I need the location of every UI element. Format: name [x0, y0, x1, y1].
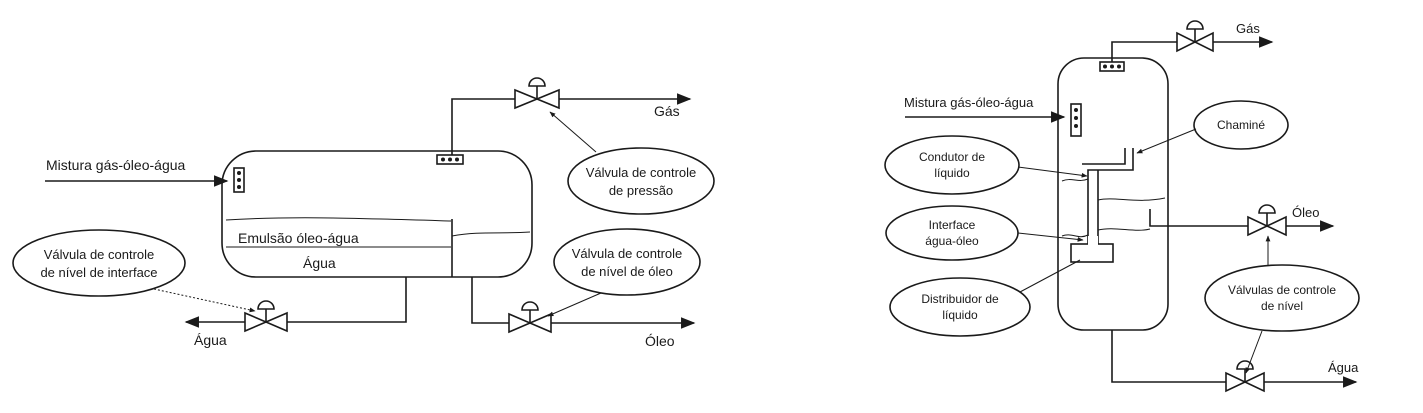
horizontal-separator-diagram: Mistura gás-óleo-água Gás Válvula de con…: [12, 77, 715, 349]
water-outlet-pipe: [184, 277, 407, 328]
inlet-label: Mistura gás-óleo-água: [46, 157, 186, 173]
oil-weir: [1149, 209, 1168, 227]
water-outlet-pipe-vertical: [1111, 330, 1358, 388]
interface-valve-line1: Válvula de controle: [44, 247, 155, 262]
horizontal-vessel: [221, 150, 533, 278]
interface-callout: [885, 205, 1019, 261]
gas-outlet-pipe-vertical: [1111, 36, 1274, 62]
interface-level-right: [1097, 228, 1151, 231]
inlet-label-vertical: Mistura gás-óleo-água: [904, 95, 1034, 110]
oil-out-label: Óleo: [645, 333, 675, 349]
gas-label-vertical: Gás: [1236, 21, 1260, 36]
chimney-pointer: [1136, 128, 1197, 154]
water-label-vertical: Água: [1328, 360, 1359, 375]
distributor-line2: líquido: [942, 308, 978, 322]
chimney-inner: [1082, 148, 1126, 165]
liquid-distributor: [1070, 243, 1114, 263]
oil-level-valve: [508, 301, 552, 334]
oil-callout-pointer: [547, 292, 602, 317]
water-layer-label: Água: [303, 255, 336, 271]
oil-emulsion-level: [225, 217, 452, 222]
interface-callout-pointer: [153, 288, 256, 313]
conductor-pointer: [1017, 166, 1088, 178]
interface-valve-callout: [12, 229, 186, 297]
water-valve-vertical: [1225, 360, 1265, 393]
conductor-callout: [884, 135, 1020, 195]
chimney-label: Chaminé: [1217, 118, 1265, 132]
pressure-valve-line1: Válvula de controle: [586, 165, 697, 180]
oil-level-behind-weir: [451, 231, 531, 237]
level-valve-pointer-water: [1245, 330, 1263, 374]
pressure-valve-callout: [567, 147, 715, 215]
oil-label-vertical: Óleo: [1292, 205, 1319, 220]
level-valves-callout: [1204, 264, 1360, 332]
pressure-valve-line2: de pressão: [609, 183, 673, 198]
gas-label: Gás: [654, 103, 680, 119]
vertical-separator-diagram: Gás Mistura gás-óleo-água Chaminé Condut…: [884, 20, 1360, 393]
oil-valve-callout: [553, 228, 701, 296]
gas-outlet-pipe: [451, 93, 692, 155]
oil-valve-line1: Válvula de controle: [572, 246, 683, 261]
distributor-line1: Distribuidor de: [921, 292, 999, 306]
oil-valve-vertical: [1247, 204, 1287, 237]
distributor-pointer: [1019, 259, 1081, 293]
vertical-vessel: [1057, 57, 1169, 331]
interface-pointer: [1017, 232, 1084, 242]
gas-valve-vertical: [1176, 20, 1214, 53]
oil-valve-line2: de nível de óleo: [581, 264, 673, 279]
chimney: [1087, 148, 1134, 244]
conductor-line2: líquido: [934, 166, 970, 180]
distributor-callout: [889, 277, 1031, 337]
interface-line1: Interface: [929, 218, 976, 232]
emulsion-label: Emulsão óleo-água: [238, 230, 359, 246]
conductor-line1: Condutor de: [919, 150, 985, 164]
chimney-callout: [1193, 100, 1289, 150]
pressure-callout-pointer: [549, 111, 597, 153]
liquid-level-upper: [1061, 178, 1089, 182]
interface-level-left: [1061, 234, 1089, 238]
interface-level-valve: [244, 300, 288, 333]
liquid-level-right: [1097, 197, 1166, 201]
level-valves-line1: Válvulas de controle: [1228, 283, 1336, 297]
oil-outlet-pipe: [471, 277, 696, 329]
interface-line2: água-óleo: [925, 234, 979, 248]
interface-valve-line2: de nível de interface: [40, 265, 157, 280]
pressure-control-valve: [514, 77, 560, 110]
level-valves-line2: de nível: [1261, 299, 1303, 313]
water-out-label: Água: [194, 332, 227, 348]
